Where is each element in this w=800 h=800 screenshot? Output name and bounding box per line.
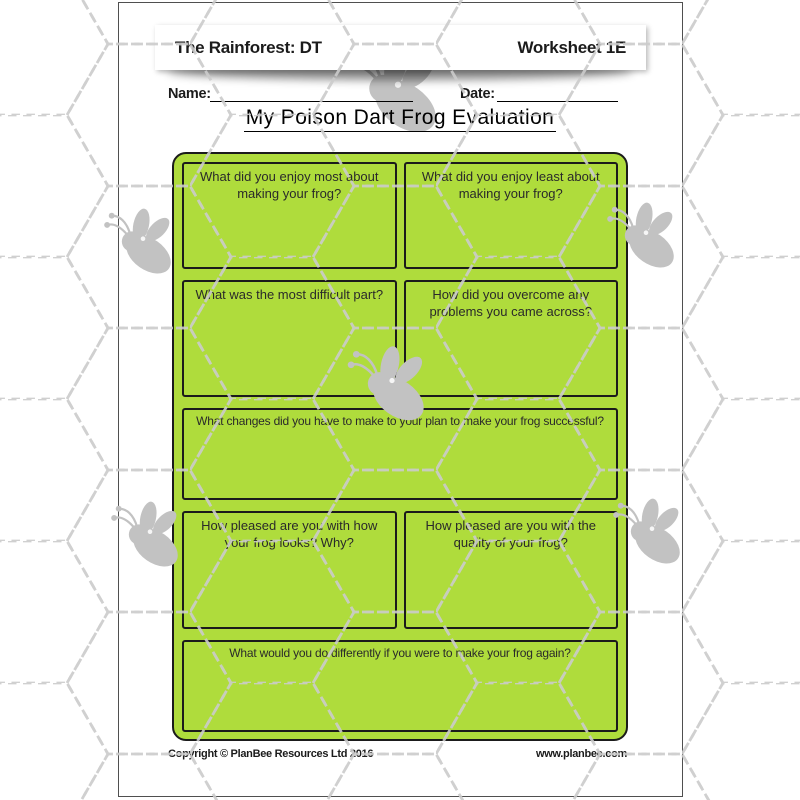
name-label: Name:: [168, 86, 211, 102]
answer-box: What did you enjoy most about making you…: [182, 162, 397, 269]
question-label: How pleased are you with the quality of …: [425, 518, 597, 550]
date-line: [497, 101, 618, 102]
answer-box: What changes did you have to make to you…: [182, 408, 618, 500]
question-label: How pleased are you with how your frog l…: [201, 518, 378, 550]
date-label: Date:: [460, 86, 495, 102]
question-label: What changes did you have to make to you…: [196, 414, 604, 428]
name-date-row: Name: Date:: [0, 86, 800, 108]
evaluation-grid: What did you enjoy most about making you…: [172, 152, 628, 741]
footer-website-link[interactable]: www.planbee.com: [535, 748, 627, 760]
header-worksheet-label: Worksheet 1E: [517, 37, 626, 57]
question-label: What was the most difficult part?: [195, 287, 384, 302]
answer-box: What was the most difficult part?: [182, 280, 397, 397]
answer-box: What did you enjoy least about making yo…: [403, 162, 618, 269]
name-line: [210, 101, 413, 102]
question-label: What did you enjoy most about making you…: [200, 169, 379, 201]
question-label: How did you overcome any problems you ca…: [429, 287, 593, 319]
question-label: What did you enjoy least about making yo…: [421, 169, 600, 201]
answer-box: How pleased are you with the quality of …: [403, 511, 618, 629]
page-title: My Poison Dart Frog Evaluation: [0, 106, 800, 132]
footer-copyright: Copyright © PlanBee Resources Ltd 2016: [168, 748, 374, 760]
header-course-label: The Rainforest: DT: [175, 37, 322, 57]
answer-box: What would you do differently if you wer…: [182, 640, 618, 732]
header-bar: The Rainforest: DT Worksheet 1E: [155, 25, 646, 70]
answer-box: How did you overcome any problems you ca…: [403, 280, 618, 397]
answer-box: How pleased are you with how your frog l…: [182, 511, 397, 629]
question-label: What would you do differently if you wer…: [229, 646, 571, 660]
